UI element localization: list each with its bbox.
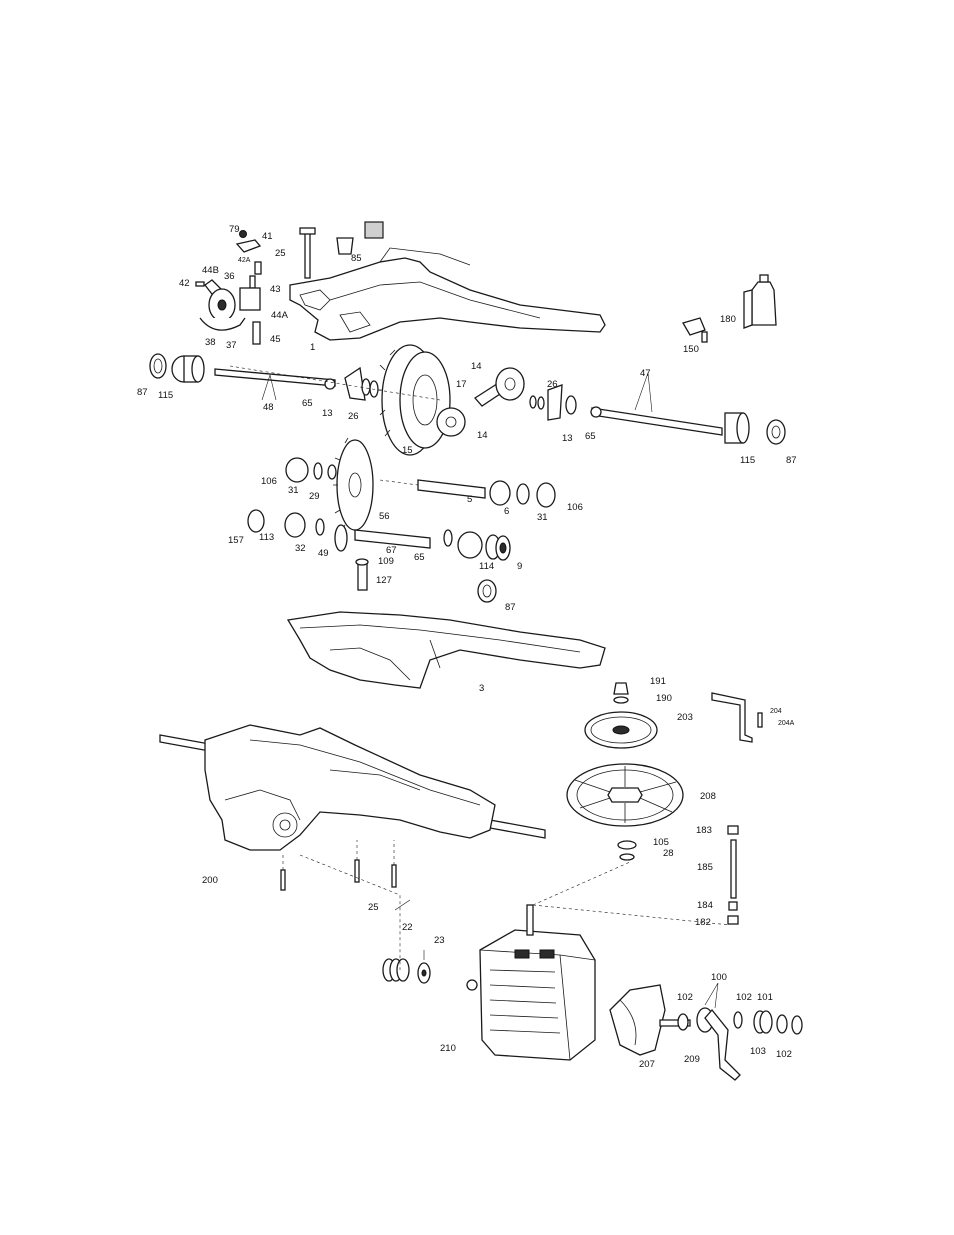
callout-47: 47 bbox=[640, 368, 651, 379]
callout-109: 109 bbox=[378, 556, 394, 567]
callout-31a: 31 bbox=[288, 485, 299, 496]
callout-25a: 25 bbox=[275, 248, 286, 259]
callout-49: 49 bbox=[318, 548, 329, 559]
callout-180: 180 bbox=[720, 314, 736, 325]
callout-208: 208 bbox=[700, 791, 716, 802]
callout-44B: 44B bbox=[202, 265, 219, 276]
callout-41: 41 bbox=[262, 231, 273, 242]
oil-bottle bbox=[683, 275, 776, 342]
callout-113: 113 bbox=[259, 532, 274, 543]
pulley-and-fan bbox=[567, 683, 683, 860]
callout-204: 204 bbox=[770, 708, 782, 715]
callout-127: 127 bbox=[376, 575, 392, 586]
callout-102b: 102 bbox=[736, 992, 752, 1003]
callout-87a: 87 bbox=[137, 387, 148, 398]
callout-190: 190 bbox=[656, 693, 672, 704]
callout-150: 150 bbox=[683, 344, 699, 355]
callout-43: 43 bbox=[270, 284, 281, 295]
callout-32: 32 bbox=[295, 543, 306, 554]
callout-13b: 13 bbox=[562, 433, 573, 444]
callout-42: 42 bbox=[179, 278, 190, 289]
right-axle-assembly bbox=[591, 407, 785, 444]
callout-182: 182 bbox=[695, 917, 711, 928]
callout-23: 23 bbox=[434, 935, 445, 946]
callout-102a: 102 bbox=[677, 992, 693, 1003]
spring-and-washer bbox=[383, 959, 430, 983]
callout-13a: 13 bbox=[322, 408, 333, 419]
callout-65a: 65 bbox=[302, 398, 313, 409]
callout-209: 209 bbox=[684, 1054, 700, 1065]
rod-assembly-185 bbox=[728, 826, 738, 924]
callout-115a: 115 bbox=[158, 390, 173, 401]
callout-210: 210 bbox=[440, 1043, 456, 1054]
callout-87b: 87 bbox=[786, 455, 797, 466]
callout-6: 6 bbox=[504, 506, 509, 517]
callout-114: 114 bbox=[479, 561, 494, 572]
callout-184: 184 bbox=[697, 900, 713, 911]
callout-200: 200 bbox=[202, 875, 218, 886]
callout-106b: 106 bbox=[567, 502, 583, 513]
callout-14b: 14 bbox=[477, 430, 488, 441]
callout-45: 45 bbox=[270, 334, 281, 345]
callout-48: 48 bbox=[263, 402, 274, 413]
callout-115b: 115 bbox=[740, 455, 755, 466]
callout-28: 28 bbox=[663, 848, 674, 859]
callout-1: 1 bbox=[310, 342, 315, 353]
callout-87c: 87 bbox=[505, 602, 516, 613]
callout-65c: 65 bbox=[414, 552, 425, 563]
callout-103: 103 bbox=[750, 1046, 766, 1057]
hydrostatic-pump bbox=[467, 905, 595, 1060]
callout-26b: 26 bbox=[547, 379, 558, 390]
callout-37: 37 bbox=[226, 340, 237, 351]
bolts-25 bbox=[281, 840, 396, 890]
lower-housing bbox=[288, 612, 605, 688]
callout-191: 191 bbox=[650, 676, 666, 687]
callout-38: 38 bbox=[205, 337, 216, 348]
bracket-204 bbox=[712, 693, 762, 742]
callout-36: 36 bbox=[224, 271, 235, 282]
callout-203: 203 bbox=[677, 712, 693, 723]
callout-101: 101 bbox=[757, 992, 773, 1003]
callout-157: 157 bbox=[228, 535, 244, 546]
callout-105: 105 bbox=[653, 837, 669, 848]
callout-65b: 65 bbox=[585, 431, 596, 442]
callout-15: 15 bbox=[402, 445, 413, 456]
shaft-5-assembly bbox=[286, 458, 555, 507]
callout-31b: 31 bbox=[537, 512, 548, 523]
callout-25b: 25 bbox=[368, 902, 379, 913]
callout-5: 5 bbox=[467, 494, 472, 505]
callout-29: 29 bbox=[309, 491, 320, 502]
callout-207: 207 bbox=[639, 1059, 655, 1070]
callout-26a: 26 bbox=[348, 411, 359, 422]
callout-56: 56 bbox=[379, 511, 390, 522]
callout-183: 183 bbox=[696, 825, 712, 836]
callout-44A: 44A bbox=[271, 310, 289, 321]
callout-185: 185 bbox=[697, 862, 713, 873]
assembled-transaxle bbox=[160, 725, 545, 850]
callout-85: 85 bbox=[351, 253, 362, 264]
callout-67: 67 bbox=[386, 545, 397, 556]
callout-102c: 102 bbox=[776, 1049, 792, 1060]
callout-9: 9 bbox=[517, 561, 522, 572]
spur-gear-56 bbox=[333, 438, 373, 530]
callout-17: 17 bbox=[456, 379, 467, 390]
callout-14a: 14 bbox=[471, 361, 482, 372]
callout-100: 100 bbox=[711, 972, 727, 983]
callout-106a: 106 bbox=[261, 476, 277, 487]
callout-42A: 42A bbox=[238, 257, 251, 264]
callout-22: 22 bbox=[402, 922, 413, 933]
callout-204A: 204A bbox=[778, 720, 795, 727]
callout-79: 79 bbox=[229, 224, 240, 235]
callout-3: 3 bbox=[479, 683, 484, 694]
